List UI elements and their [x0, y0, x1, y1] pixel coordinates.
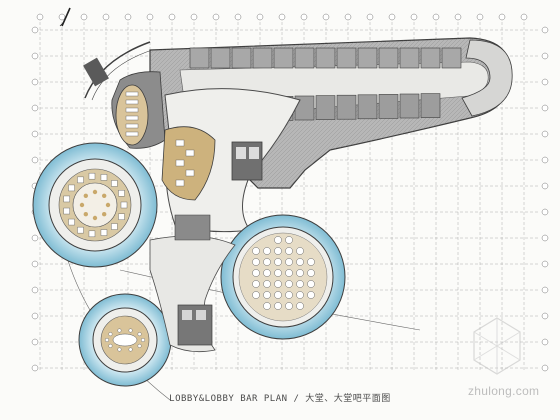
plan-title: LOBBY&LOBBY BAR PLAN / 大堂、大堂吧平面图	[169, 394, 391, 404]
rotunda-vip	[78, 293, 172, 387]
lobby-hall	[83, 41, 301, 233]
north-arrow-icon	[59, 7, 71, 27]
podium-connector	[149, 214, 236, 353]
watermark-logo-icon	[473, 317, 521, 375]
rotunda-restaurant	[32, 142, 158, 268]
rotunda-lobby-bar	[220, 214, 346, 340]
watermark-text: zhulong.com	[468, 384, 540, 398]
